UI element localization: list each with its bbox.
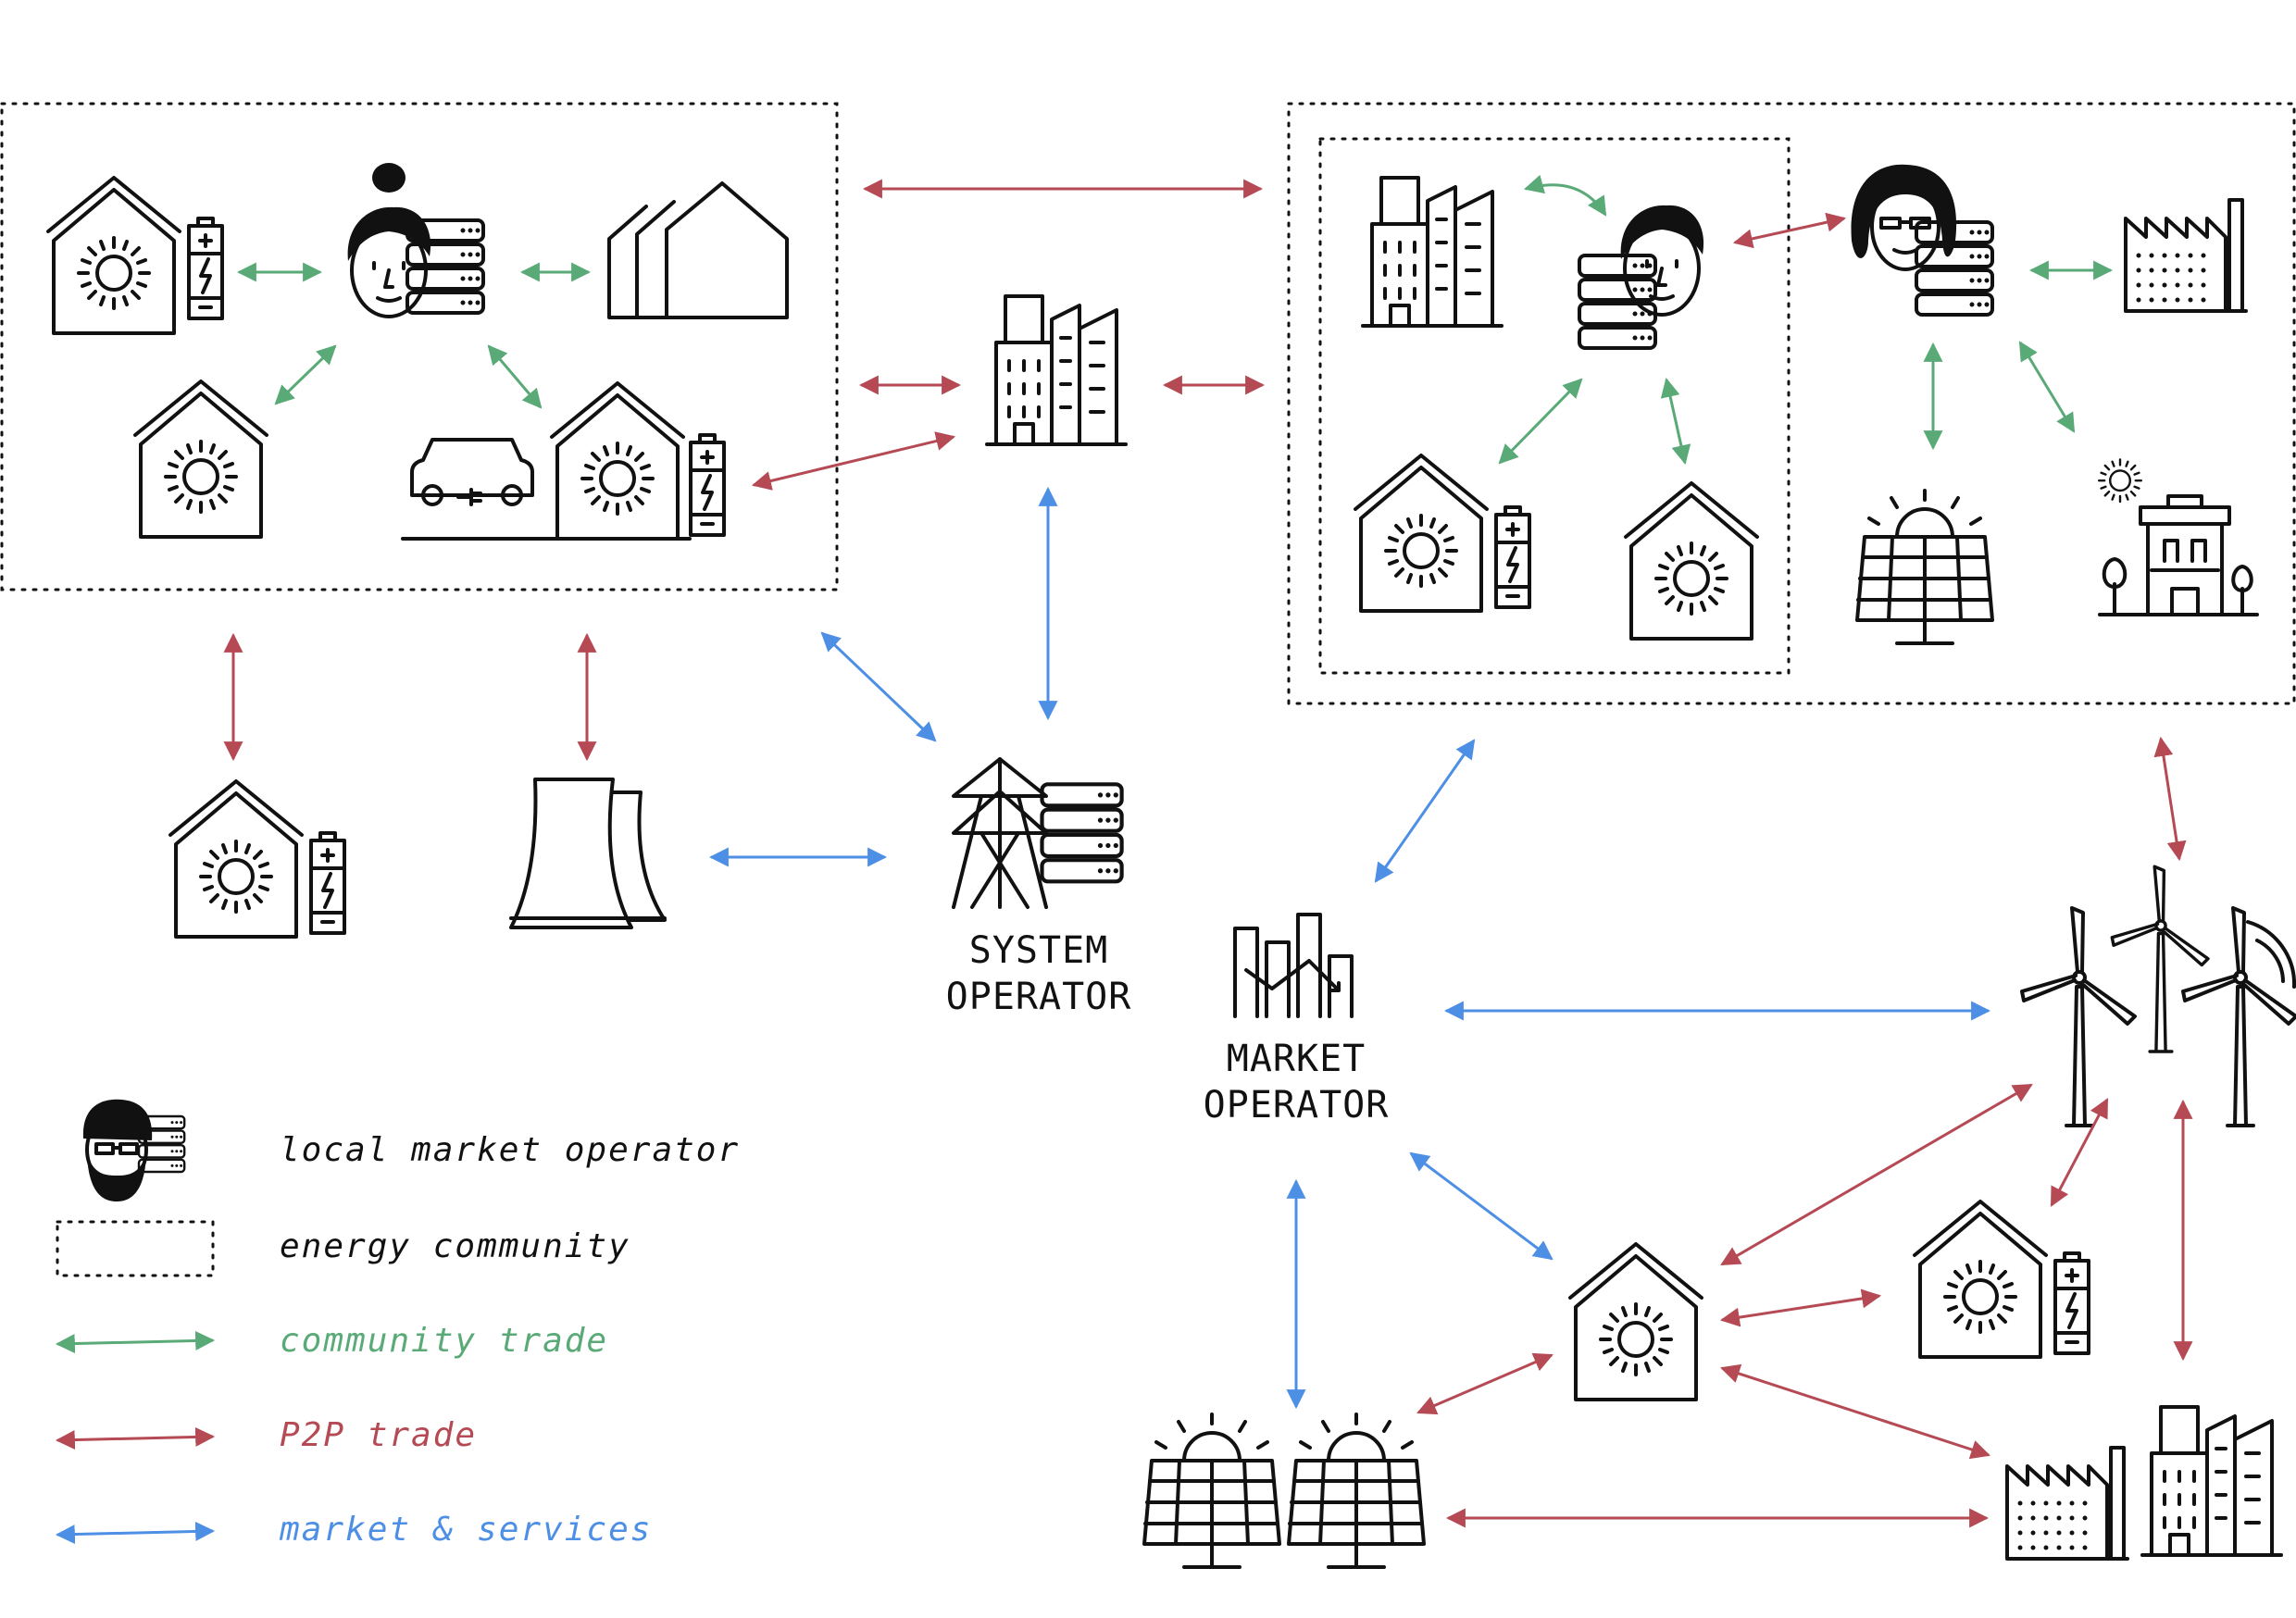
solar-panel-icon	[1142, 1413, 1281, 1569]
legend-community-trade: community trade	[280, 1322, 608, 1360]
system-operator-label-2: OPERATOR	[946, 976, 1132, 1018]
legend-p2p-trade: P2P trade	[280, 1416, 477, 1454]
local-market-operator-icon	[1851, 164, 1994, 317]
energy-community-right-inner	[1318, 137, 1791, 675]
market-chart-icon	[1233, 913, 1354, 1018]
market-operator-label-1: MARKET	[1227, 1038, 1366, 1080]
community-trade-arrows	[236, 174, 2114, 466]
market-operator-label-2: OPERATOR	[1204, 1084, 1390, 1126]
row-houses-icon	[607, 181, 789, 319]
market-services-arrows	[708, 486, 1991, 1410]
solar-house-icon	[170, 781, 302, 937]
transmission-tower-server-icon	[952, 757, 1122, 909]
solar-house-icon	[552, 383, 683, 539]
legend-local-market-operator: local market operator	[280, 1131, 740, 1169]
solar-house-icon	[48, 178, 180, 333]
p2p-trade-legend-arrow	[55, 1426, 216, 1450]
solar-house-icon	[135, 381, 267, 537]
battery-icon	[2053, 1251, 2090, 1355]
energy-community-left	[0, 102, 839, 591]
shop-icon	[2097, 458, 2259, 616]
market-services-legend-arrow	[55, 1521, 216, 1545]
battery-icon	[689, 433, 726, 537]
wind-turbines-icon	[2020, 865, 2296, 1127]
power-plant-icon	[509, 778, 667, 929]
community-trade-legend-arrow	[55, 1330, 216, 1354]
office-building-icon	[1361, 176, 1504, 328]
energy-community-right	[1287, 102, 2296, 705]
p2p-trade-arrows	[223, 179, 2193, 1528]
legend-market-services: market & services	[279, 1511, 652, 1549]
local-market-operator-icon	[1578, 203, 1706, 350]
solar-panel-icon	[1855, 489, 1994, 645]
solar-house-icon	[1570, 1244, 1702, 1400]
solar-house-icon	[1355, 455, 1487, 611]
solar-house-icon	[1626, 483, 1757, 639]
solar-panel-icon	[1287, 1413, 1426, 1569]
factory-icon	[2005, 1446, 2129, 1561]
battery-icon	[1494, 505, 1531, 609]
battery-icon	[309, 831, 346, 935]
legend: local market operator energy community c…	[55, 1099, 740, 1549]
solar-house-icon	[1915, 1201, 2046, 1357]
battery-icon	[187, 217, 224, 320]
factory-icon	[2124, 198, 2248, 313]
office-building-icon	[2140, 1405, 2283, 1557]
office-building-icon	[985, 294, 1128, 446]
legend-energy-community: energy community	[280, 1227, 630, 1265]
energy-community-legend-swatch	[56, 1220, 215, 1277]
local-market-operator-legend-icon	[82, 1099, 186, 1201]
system-operator-label-1: SYSTEM	[969, 929, 1109, 972]
local-market-operator-icon	[345, 163, 485, 318]
